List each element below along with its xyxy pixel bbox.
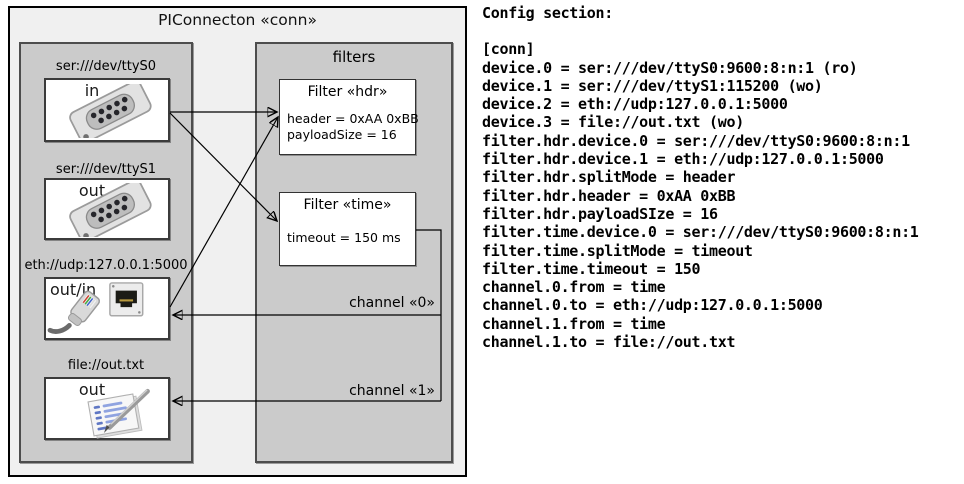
config-line: device.3 = file://out.txt (wo)	[482, 113, 744, 132]
device-box-ser-ttys0: in	[44, 78, 170, 142]
channel-0-label: channel «0»	[349, 295, 435, 311]
config-lines: [conn]device.0 = ser:///dev/ttyS0:9600:8…	[482, 40, 964, 351]
piconnector-outer-box: PIConnecton «conn» ser:///dev/ttyS0 in	[8, 6, 467, 477]
devices-panel: ser:///dev/ttyS0 in ser:///dev/ttyS1 out	[19, 42, 193, 463]
channel-1-label: channel «1»	[349, 383, 435, 399]
device-label-ser-ttys1: ser:///dev/ttyS1	[55, 162, 157, 177]
filter-time-timeout-value: timeout = 150 ms	[287, 230, 401, 245]
config-line: filter.time.device.0 = ser:///dev/ttyS0:…	[482, 223, 919, 242]
device-box-file-out: out	[44, 377, 170, 440]
config-line: filter.hdr.payloadSIze = 16	[482, 204, 718, 223]
config-line: channel.1.from = time	[482, 314, 666, 333]
config-line: device.1 = ser:///dev/ttyS1:115200 (wo)	[482, 76, 823, 95]
config-panel: Config section: [conn]device.0 = ser:///…	[482, 4, 964, 351]
filters-panel-title: filters	[332, 48, 376, 66]
config-section-title: Config section:	[482, 4, 613, 22]
diagram-title: PIConnecton «conn»	[158, 11, 317, 29]
filter-hdr-payloadsize-value: payloadSize = 16	[287, 127, 397, 142]
port-direction-label: out	[78, 380, 106, 399]
config-line: channel.0.to = eth://udp:127.0.0.1:5000	[482, 296, 823, 315]
device-box-eth-udp: out/in	[44, 277, 170, 340]
config-line: filter.hdr.device.1 = eth://udp:127.0.0.…	[482, 150, 884, 169]
config-line: filter.hdr.header = 0xAA 0xBB	[482, 186, 736, 205]
config-line: channel.0.from = time	[482, 278, 666, 297]
filter-time-box: Filter «time» timeout = 150 ms	[279, 192, 416, 266]
filters-panel: filters Filter «hdr» header = 0xAA 0xBB …	[255, 42, 453, 463]
device-label-ser-ttys0: ser:///dev/ttyS0	[55, 59, 157, 74]
port-direction-label: in	[84, 81, 100, 100]
config-line: channel.1.to = file://out.txt	[482, 333, 736, 352]
config-line: filter.time.splitMode = timeout	[482, 241, 753, 260]
filter-hdr-box: Filter «hdr» header = 0xAA 0xBB payloadS…	[279, 79, 419, 155]
config-line: filter.hdr.device.0 = ser:///dev/ttyS0:9…	[482, 131, 910, 150]
device-box-ser-ttys1: out	[44, 178, 170, 240]
device-label-file-out: file://out.txt	[67, 358, 145, 373]
config-line: filter.hdr.splitMode = header	[482, 168, 736, 187]
config-line: device.0 = ser:///dev/ttyS0:9600:8:n:1 (…	[482, 58, 858, 77]
device-label-eth-udp: eth://udp:127.0.0.1:5000	[24, 258, 188, 273]
config-line: filter.time.timeout = 150	[482, 259, 701, 278]
port-direction-label: out	[78, 181, 106, 200]
port-direction-label: out/in	[50, 280, 97, 299]
filter-hdr-title: Filter «hdr»	[307, 84, 388, 100]
filter-hdr-header-value: header = 0xAA 0xBB	[287, 111, 419, 126]
config-line: [conn]	[482, 40, 535, 59]
filter-time-title: Filter «time»	[303, 197, 392, 213]
config-line: device.2 = eth://udp:127.0.0.1:5000	[482, 95, 788, 114]
